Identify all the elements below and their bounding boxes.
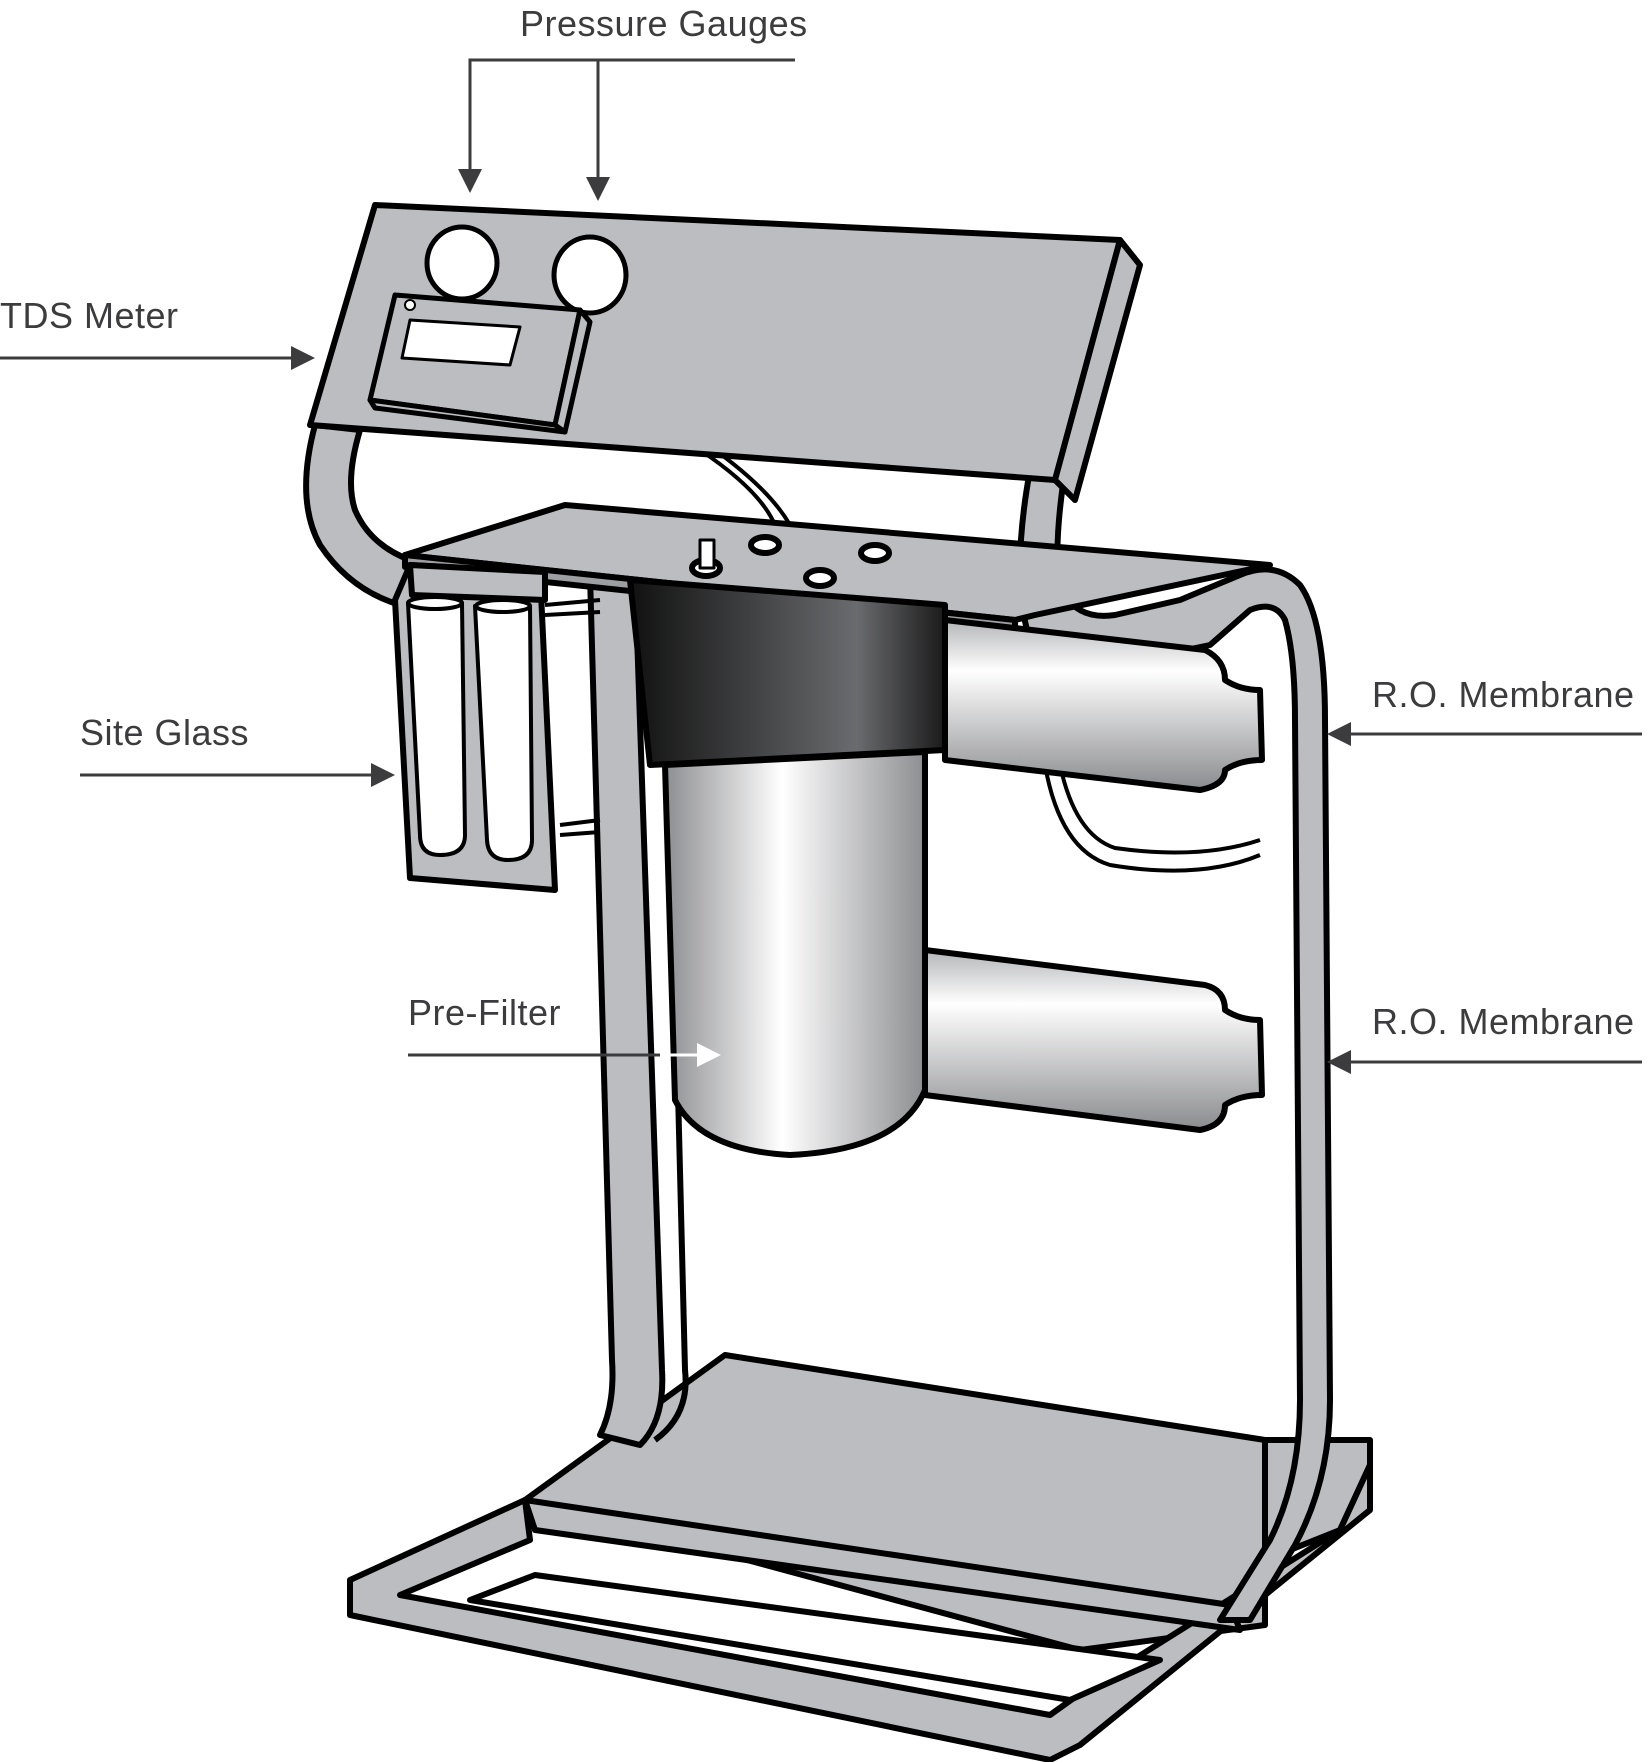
- label-pre-filter: Pre-Filter: [408, 992, 562, 1033]
- callout-lines: [0, 58, 1642, 1074]
- site-glass: [392, 562, 558, 893]
- base-frame: [347, 1352, 1373, 1762]
- label-pressure-gauges: Pressure Gauges: [520, 3, 808, 44]
- pressure-gauge-left: [424, 224, 500, 302]
- ro-membrane-bottom: [922, 947, 1265, 1133]
- ro-membrane-top: [942, 617, 1265, 793]
- pre-filter: [627, 577, 948, 1158]
- label-tds-meter: TDS Meter: [0, 295, 179, 336]
- tds-meter: [367, 292, 593, 435]
- pressure-gauges: [424, 224, 629, 316]
- label-ro-membrane-bottom: R.O. Membrane: [1372, 1001, 1635, 1042]
- label-site-glass: Site Glass: [80, 712, 250, 753]
- left-upright: [587, 572, 689, 1448]
- pressure-gauge-right: [551, 234, 629, 316]
- label-ro-membrane-top: R.O. Membrane: [1372, 674, 1635, 715]
- tubing: [544, 448, 1261, 873]
